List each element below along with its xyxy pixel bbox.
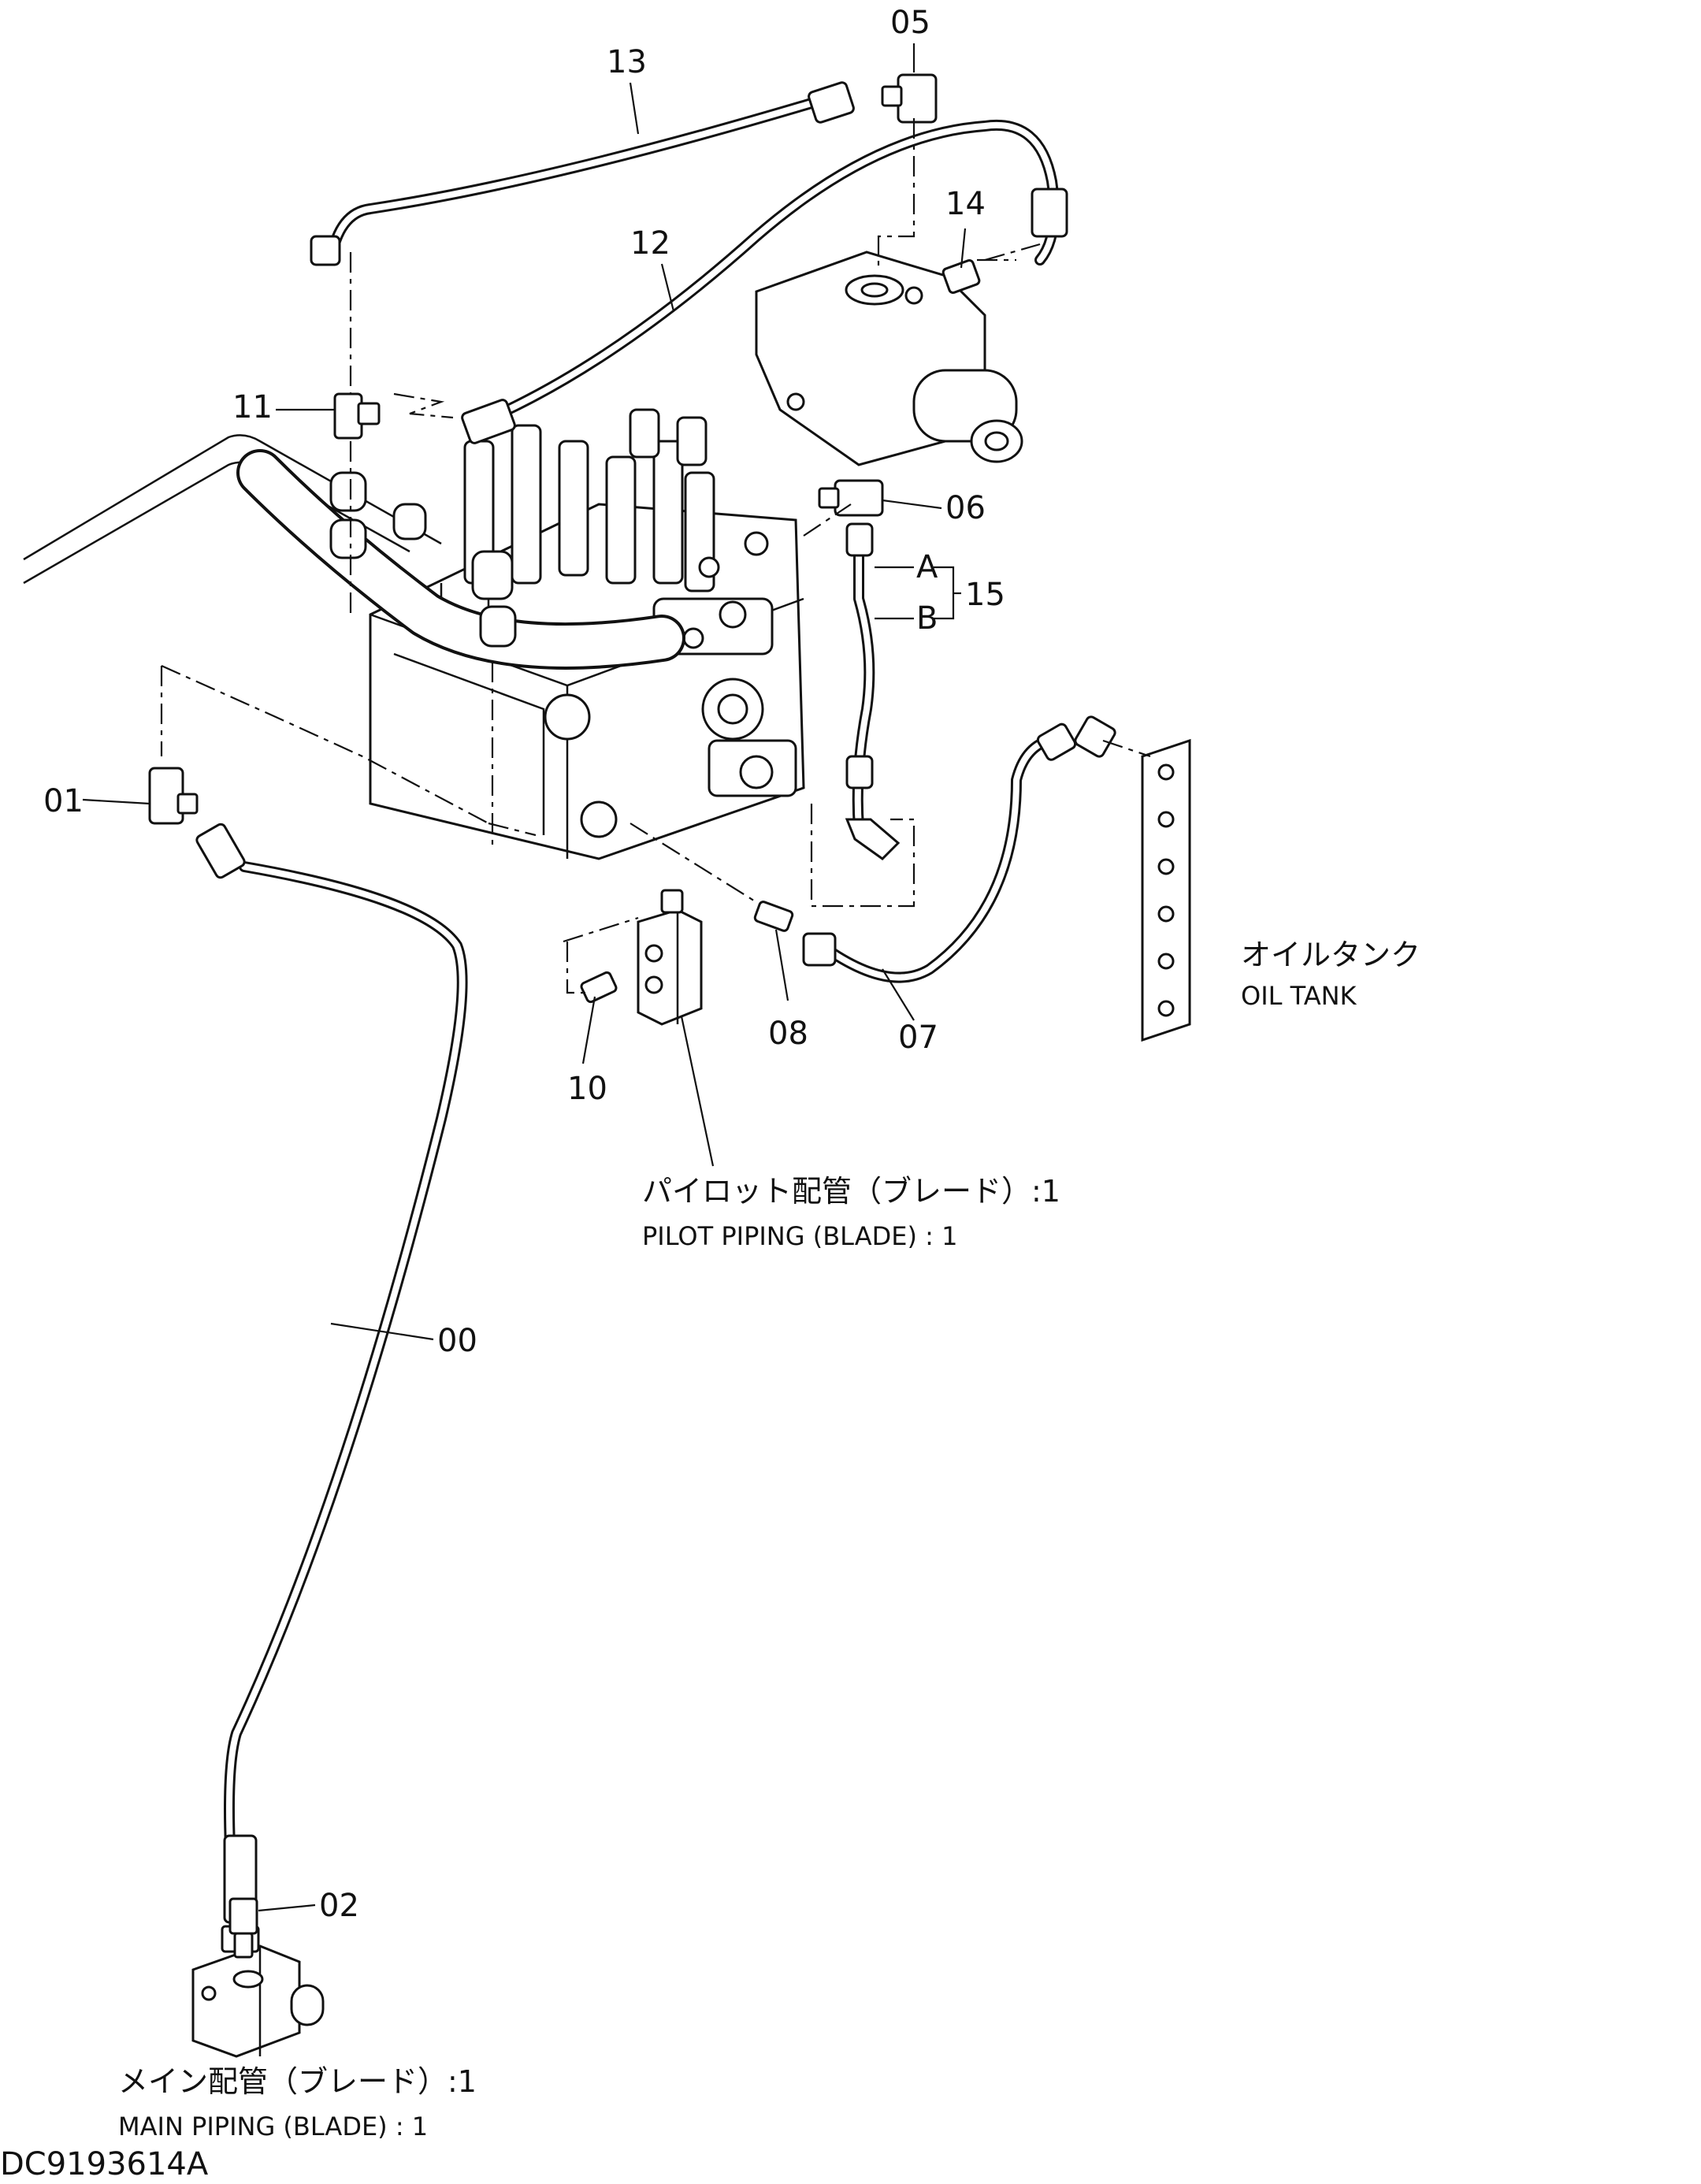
label-05: 05 — [890, 5, 930, 41]
oil-tank-caption-jp: オイルタンク — [1241, 938, 1421, 972]
part-number-labels: 00 01 02 05 06 07 08 10 11 12 13 14 15 A… — [43, 5, 1005, 1924]
center-lines — [160, 118, 1151, 994]
fitting-06 — [818, 479, 884, 517]
lower-valve-block — [191, 1944, 325, 2058]
pilot-piping-caption-en: PILOT PIPING (BLADE) : 1 — [642, 1221, 957, 1251]
solenoid-valve-block — [755, 251, 1023, 466]
fitting-10 — [580, 971, 618, 1004]
pipe-15-hose — [845, 522, 901, 860]
pipe-13-hose — [310, 81, 855, 266]
label-06: 06 — [945, 490, 986, 526]
pipe-07-hose — [802, 722, 1077, 983]
label-15b: B — [916, 600, 938, 637]
label-10: 10 — [567, 1071, 607, 1107]
label-11: 11 — [232, 389, 273, 425]
fitting-oil-tank — [1074, 715, 1116, 758]
fitting-14 — [941, 259, 981, 294]
leader-lines — [82, 43, 967, 1912]
fitting-11 — [333, 392, 381, 440]
label-14: 14 — [945, 186, 986, 222]
label-01: 01 — [43, 783, 84, 819]
pilot-valve-block — [637, 889, 703, 1026]
label-15a: A — [916, 549, 938, 585]
oil-tank-caption-en: OIL TANK — [1241, 981, 1357, 1011]
captions: オイルタンク OIL TANK パイロット配管（ブレード）:1 PILOT PI… — [0, 938, 1421, 2182]
label-08: 08 — [768, 1016, 808, 1052]
main-piping-caption-en: MAIN PIPING (BLADE) : 1 — [118, 2112, 428, 2141]
label-07: 07 — [898, 1020, 938, 1056]
label-00: 00 — [437, 1323, 477, 1359]
main-piping-caption-jp: メイン配管（ブレード）:1 — [118, 2064, 477, 2099]
pilot-piping-caption-jp: パイロット配管（ブレード）:1 — [642, 1174, 1060, 1209]
drawing-code: DC9193614A — [0, 2146, 209, 2182]
label-02: 02 — [319, 1888, 359, 1924]
fitting-02 — [228, 1897, 258, 1959]
label-12: 12 — [630, 225, 670, 262]
label-15: 15 — [965, 577, 1005, 613]
oil-tank-bracket — [1141, 738, 1191, 1042]
fitting-05 — [881, 73, 938, 124]
label-13: 13 — [607, 44, 647, 80]
pipe-12-hose — [461, 119, 1068, 444]
fitting-08 — [753, 901, 794, 932]
control-valve — [236, 408, 805, 860]
fitting-01 — [148, 767, 199, 825]
pipe-00-main-hose — [195, 823, 468, 1953]
